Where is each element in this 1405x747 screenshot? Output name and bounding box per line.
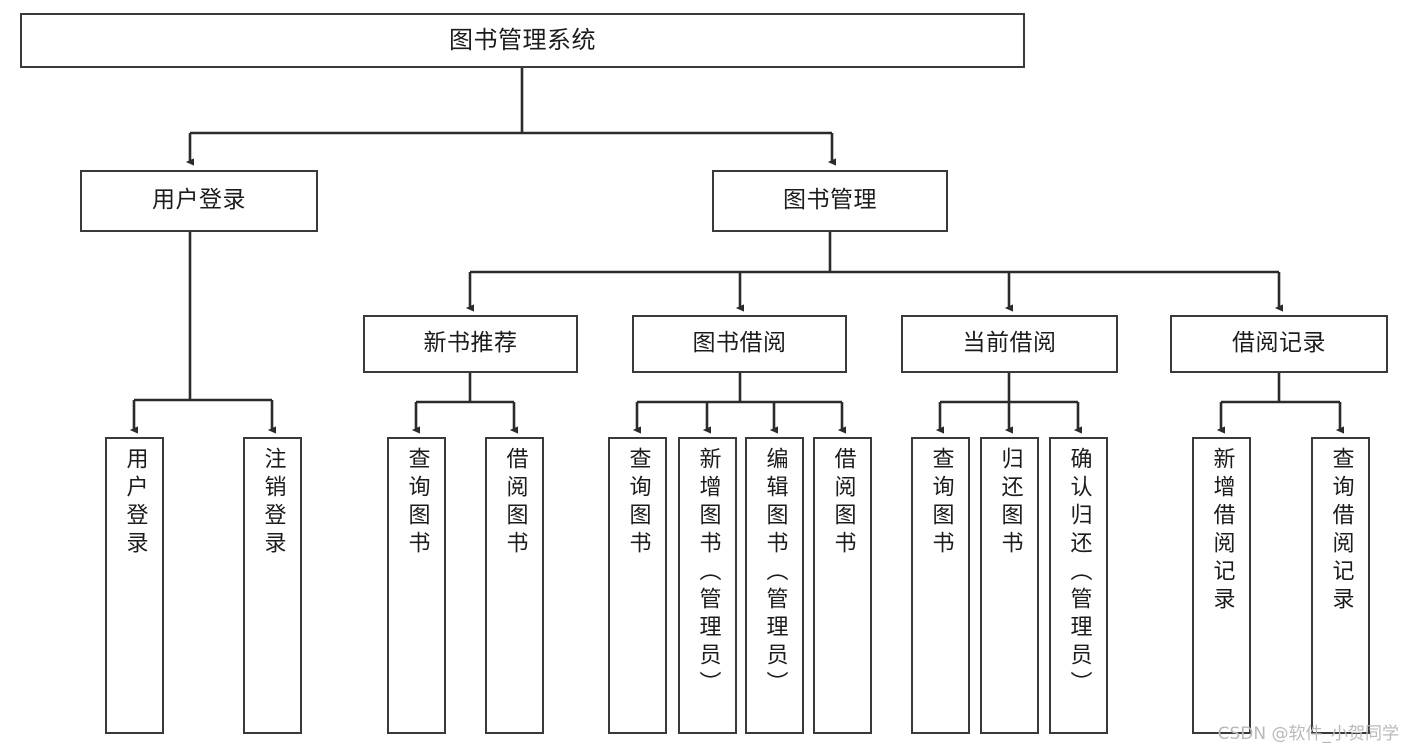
node-label: 确认归还（管理员） xyxy=(1066,447,1092,699)
leaf-current-return-book[interactable]: 归还图书 xyxy=(980,437,1039,734)
node-label: 查询图书 xyxy=(928,447,954,559)
node-label: 新增借阅记录 xyxy=(1209,447,1235,615)
leaf-borrow-add-book-admin[interactable]: 新增图书（管理员） xyxy=(678,437,737,734)
leaf-borrow-borrow-book[interactable]: 借阅图书 xyxy=(813,437,872,734)
node-label: 注销登录 xyxy=(260,447,286,559)
leaf-record-query-record[interactable]: 查询借阅记录 xyxy=(1311,437,1370,734)
node-book-borrow[interactable]: 图书借阅 xyxy=(632,315,847,373)
csdn-watermark: CSDN @软件_小贺同学 xyxy=(1217,724,1399,744)
leaf-borrow-edit-book-admin[interactable]: 编辑图书（管理员） xyxy=(745,437,804,734)
node-label: 新书推荐 xyxy=(423,330,518,357)
node-label: 借阅图书 xyxy=(502,447,528,559)
leaf-borrow-query-book[interactable]: 查询图书 xyxy=(608,437,667,734)
leaf-recommend-borrow-book[interactable]: 借阅图书 xyxy=(485,437,544,734)
node-root-system[interactable]: 图书管理系统 xyxy=(20,13,1025,68)
node-label: 编辑图书（管理员） xyxy=(762,447,788,699)
node-user-login[interactable]: 用户登录 xyxy=(80,170,318,232)
node-label: 查询图书 xyxy=(625,447,651,559)
node-label: 用户登录 xyxy=(122,447,148,559)
node-label: 归还图书 xyxy=(997,447,1023,559)
node-label: 图书管理系统 xyxy=(449,26,596,55)
leaf-record-add-record[interactable]: 新增借阅记录 xyxy=(1192,437,1251,734)
leaf-current-query-book[interactable]: 查询图书 xyxy=(911,437,970,734)
node-borrow-record[interactable]: 借阅记录 xyxy=(1170,315,1388,373)
node-label: 查询借阅记录 xyxy=(1328,447,1354,615)
node-label: 查询图书 xyxy=(404,447,430,559)
node-label: 图书管理 xyxy=(783,187,877,214)
leaf-current-confirm-return-admin[interactable]: 确认归还（管理员） xyxy=(1049,437,1108,734)
node-label: 借阅图书 xyxy=(830,447,856,559)
leaf-recommend-query-book[interactable]: 查询图书 xyxy=(387,437,446,734)
node-label: 新增图书（管理员） xyxy=(695,447,721,699)
node-label: 用户登录 xyxy=(152,187,246,214)
node-current-borrow[interactable]: 当前借阅 xyxy=(901,315,1118,373)
node-label: 图书借阅 xyxy=(692,330,787,357)
node-label: 借阅记录 xyxy=(1232,330,1326,357)
leaf-user-login-logout[interactable]: 注销登录 xyxy=(243,437,302,734)
node-label: 当前借阅 xyxy=(962,330,1057,357)
node-new-book-recommend[interactable]: 新书推荐 xyxy=(363,315,578,373)
node-book-management[interactable]: 图书管理 xyxy=(712,170,948,232)
leaf-user-login-login[interactable]: 用户登录 xyxy=(105,437,164,734)
